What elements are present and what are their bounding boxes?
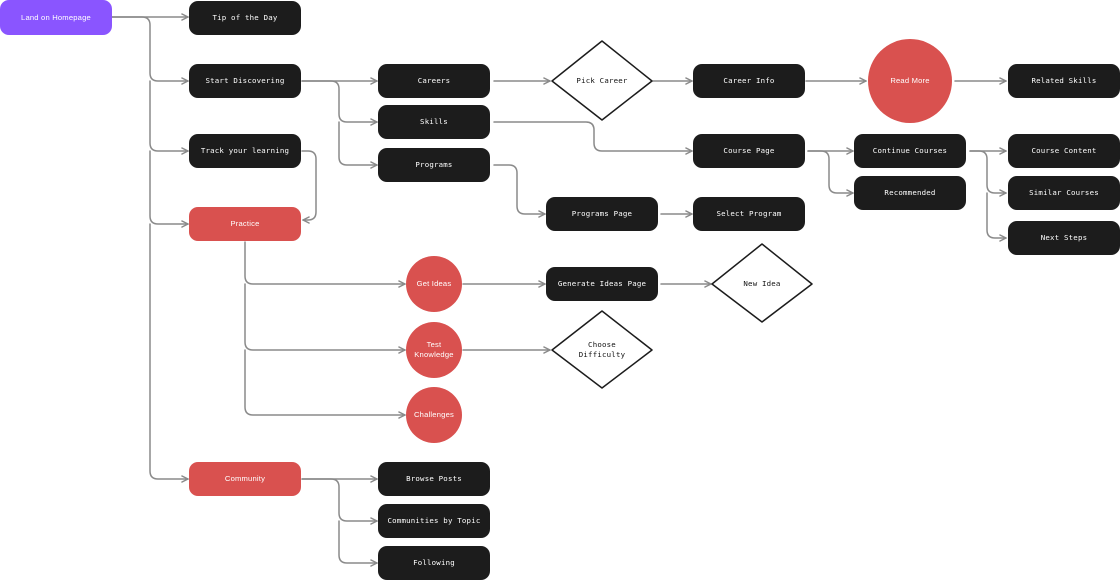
select-program-node: Select Program	[693, 197, 805, 231]
connector-continue-similar	[969, 150, 1007, 197]
connector-track-practice	[301, 150, 317, 224]
related-skills-node: Related Skills	[1008, 64, 1120, 98]
connector-discover-skills	[301, 80, 378, 126]
community-node: Community	[189, 462, 301, 496]
track-your-learning-node: Track your learning	[189, 134, 301, 168]
connector-practice-getideas	[244, 241, 406, 288]
connector-skills-course	[493, 121, 693, 155]
read-more-node: Read More	[868, 39, 952, 123]
programs-node: Programs	[378, 148, 490, 182]
communities-by-topic-node: Communities by Topic	[378, 504, 490, 538]
connector-continue-next	[986, 192, 1007, 242]
connector-home-practice	[149, 150, 189, 228]
following-node: Following	[378, 546, 490, 580]
diamond-choose-difficulty	[551, 310, 653, 389]
browse-posts-node: Browse Posts	[378, 462, 490, 496]
course-page-node: Course Page	[693, 134, 805, 168]
start-discovering-node: Start Discovering	[189, 64, 301, 98]
tip-of-the-day-node: Tip of the Day	[189, 1, 301, 35]
connector-course-recommended	[807, 150, 854, 197]
diamond-new-idea	[711, 243, 813, 323]
land-on-homepage-node: Land on Homepage	[0, 0, 112, 35]
challenges-node: Challenges	[406, 387, 462, 443]
test-knowledge-node: Test Knowledge	[406, 322, 462, 378]
connector-practice-challenges	[244, 349, 406, 419]
connector-home-community	[149, 223, 189, 483]
next-steps-node: Next Steps	[1008, 221, 1120, 255]
connector-programs-page	[493, 164, 546, 218]
similar-courses-node: Similar Courses	[1008, 176, 1120, 210]
pick-career-label: Pick Career	[576, 76, 628, 85]
generate-ideas-page-node: Generate Ideas Page	[546, 267, 658, 301]
practice-node: Practice	[189, 207, 301, 241]
programs-page-node: Programs Page	[546, 197, 658, 231]
continue-courses-node: Continue Courses	[854, 134, 966, 168]
connector-practice-test	[244, 283, 406, 354]
course-content-node: Course Content	[1008, 134, 1120, 168]
career-info-node: Career Info	[693, 64, 805, 98]
connector-home-start-discovering	[111, 16, 189, 85]
diamond-pick-career	[551, 40, 653, 121]
skills-node: Skills	[378, 105, 490, 139]
careers-node: Careers	[378, 64, 490, 98]
choose-difficulty-label: Choose Difficulty	[578, 340, 626, 359]
connector-community-following	[338, 520, 378, 567]
connector-discover-programs	[338, 121, 378, 169]
connector-community-topic	[301, 478, 378, 525]
new-idea-label: New Idea	[743, 279, 781, 288]
connector-home-track	[149, 80, 189, 155]
get-ideas-node: Get Ideas	[406, 256, 462, 312]
recommended-node: Recommended	[854, 176, 966, 210]
